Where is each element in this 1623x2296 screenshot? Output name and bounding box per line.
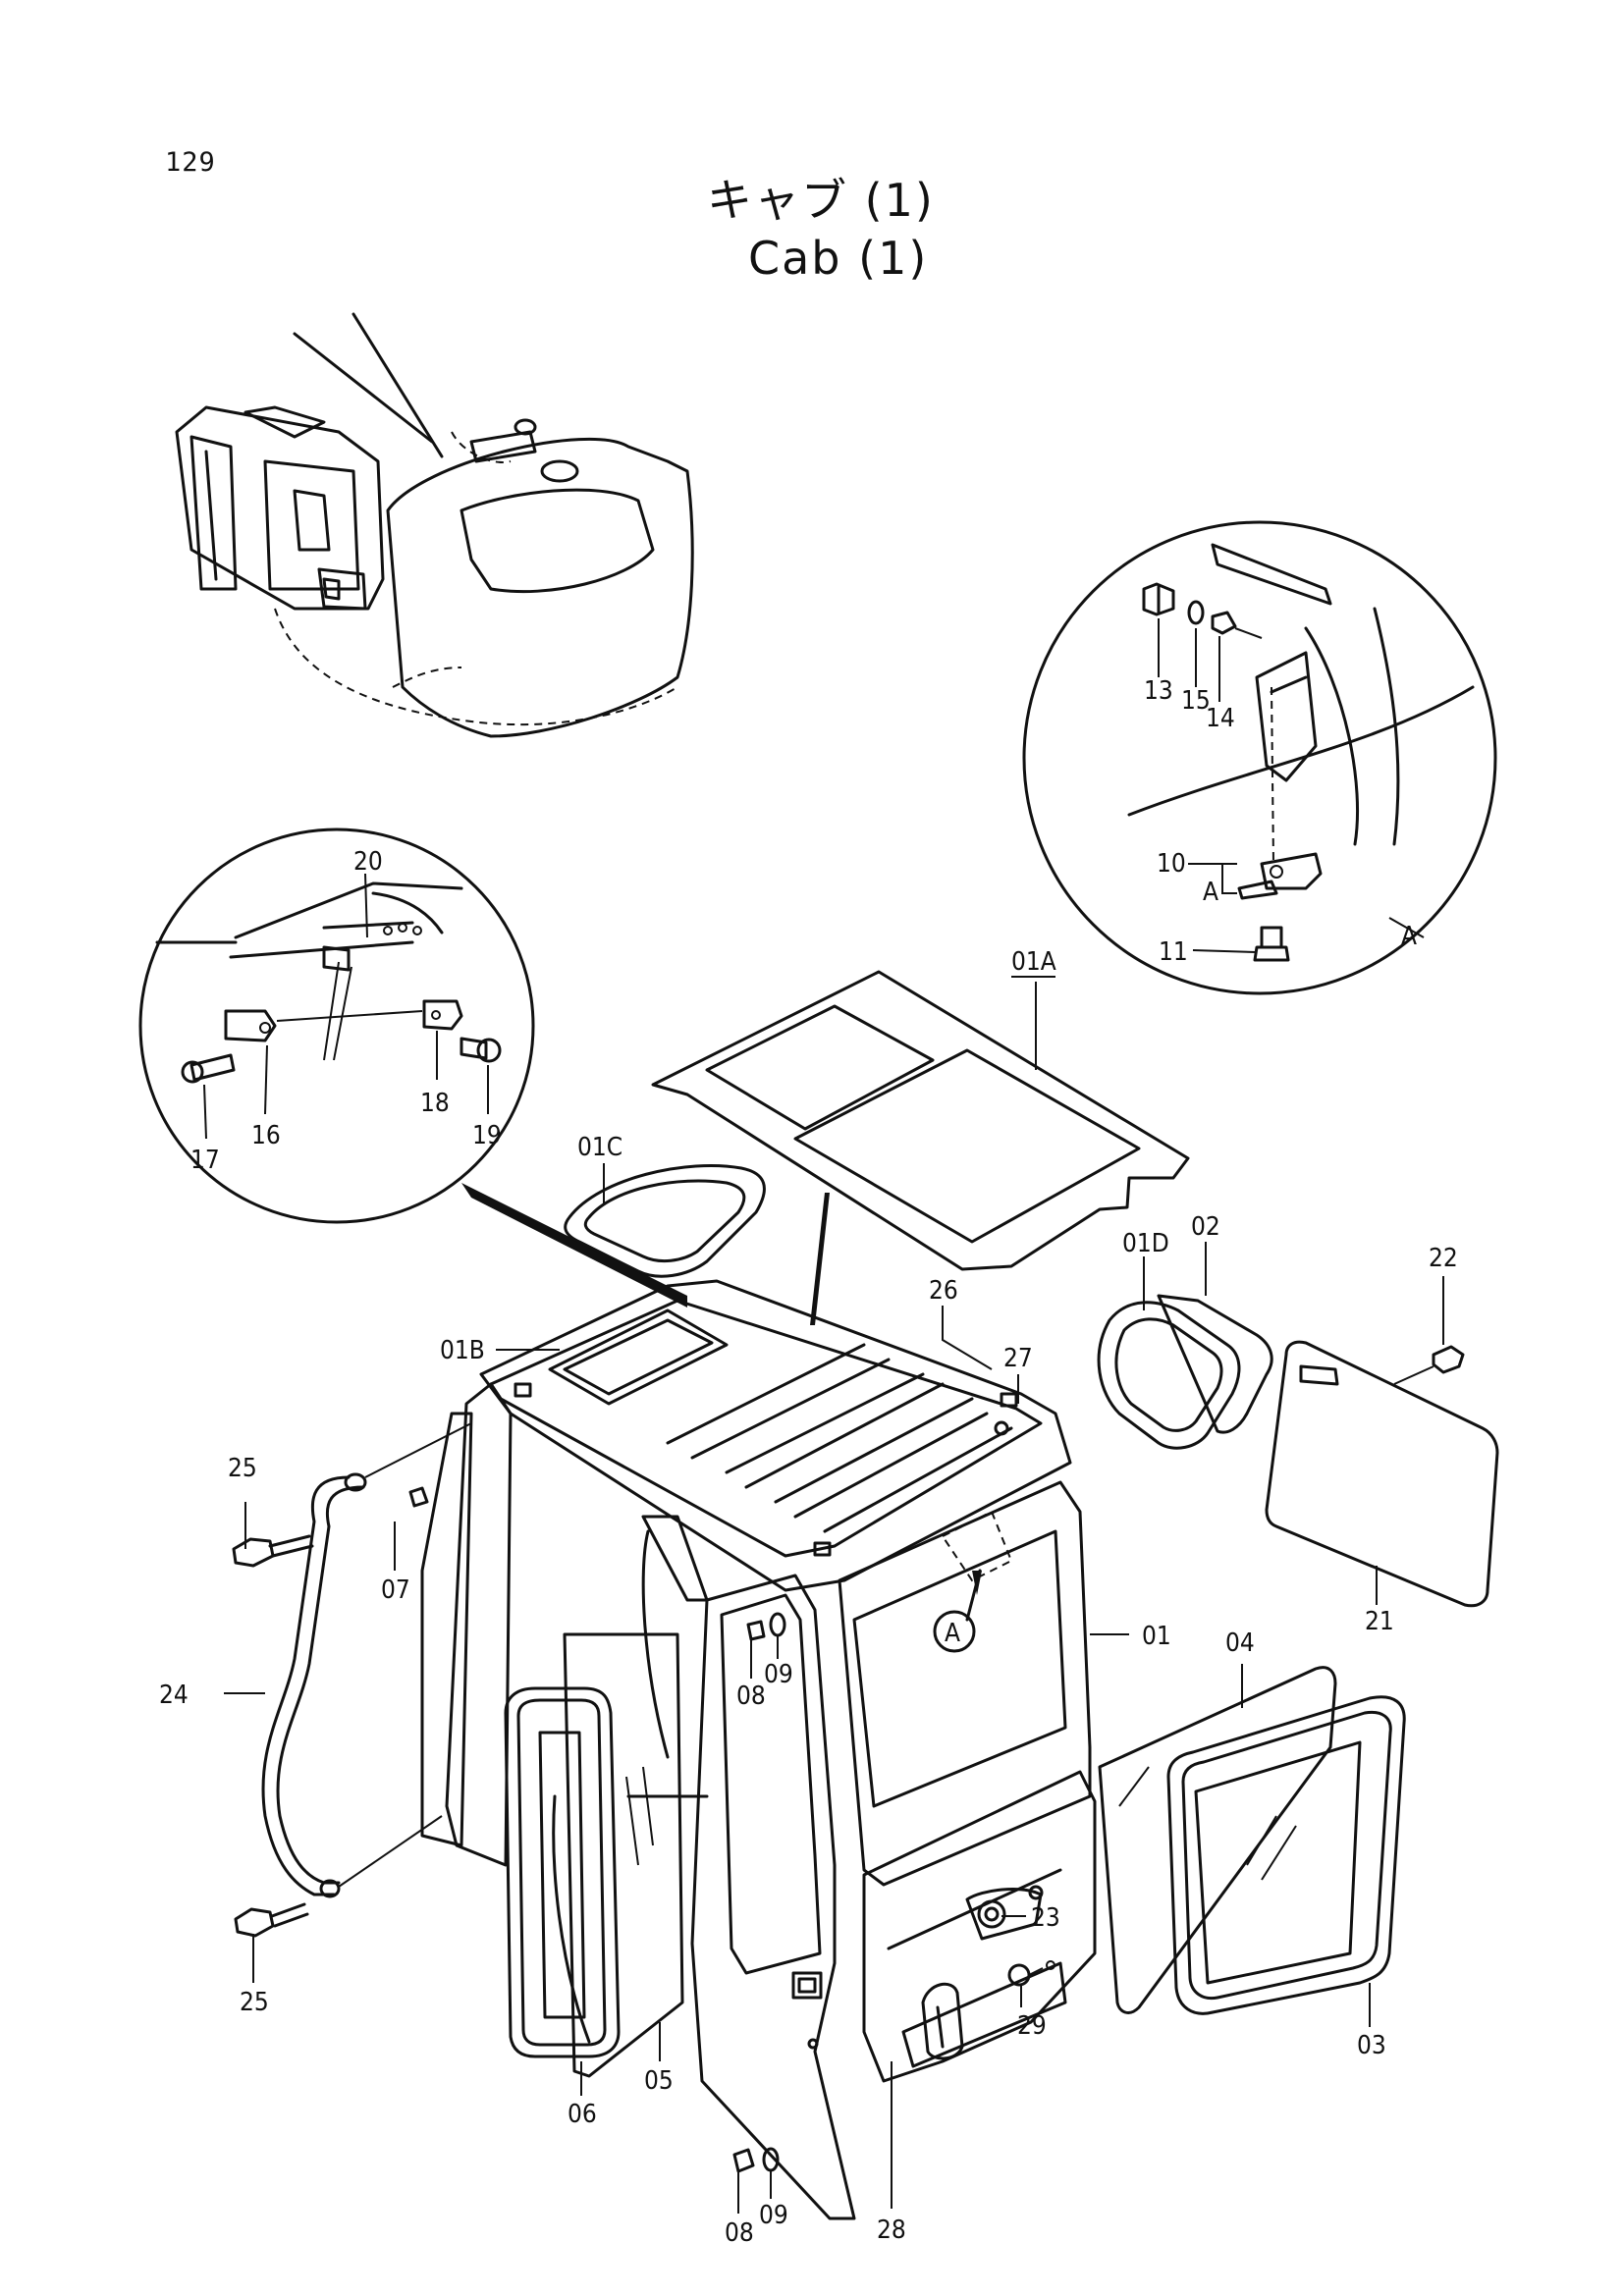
callout-06: 06 (568, 2100, 597, 2129)
callout-13: 13 (1144, 676, 1173, 706)
callout-detail-a-marker: A (945, 1619, 960, 1648)
callout-26: 26 (929, 1276, 958, 1306)
callout-25-bottom: 25 (240, 1988, 269, 2017)
callout-02: 02 (1191, 1212, 1220, 1242)
callout-19: 19 (472, 1121, 502, 1150)
callout-17: 17 (190, 1146, 220, 1175)
seal-01d-glass-02 (1097, 1242, 1273, 1450)
callout-08-lower: 08 (725, 2218, 754, 2248)
callout-05: 05 (644, 2066, 674, 2096)
callout-detail-a-sub: A (1203, 878, 1218, 907)
callout-16: 16 (251, 1121, 281, 1150)
callout-04: 04 (1225, 1629, 1255, 1658)
callout-23: 23 (1031, 1903, 1060, 1933)
callout-01a: 01A (1011, 947, 1056, 977)
callout-15: 15 (1181, 686, 1211, 716)
callout-14: 14 (1206, 704, 1235, 733)
detail-circle-left (138, 828, 687, 1308)
callout-01d: 01D (1122, 1229, 1169, 1258)
cab-body-01 (408, 1193, 1097, 2220)
callout-28: 28 (877, 2216, 906, 2245)
callout-09-upper: 09 (764, 1660, 793, 1689)
callout-03: 03 (1357, 2031, 1386, 2060)
callout-11: 11 (1159, 937, 1188, 967)
callout-09-lower: 09 (759, 2201, 788, 2230)
callout-29: 29 (1017, 2011, 1047, 2041)
callout-01: 01 (1142, 1622, 1171, 1651)
callout-10: 10 (1157, 849, 1186, 879)
callout-07: 07 (381, 1575, 410, 1605)
callout-01b: 01B (440, 1336, 485, 1365)
callout-24: 24 (159, 1681, 189, 1710)
handrail-24 (232, 1422, 472, 1938)
right-glass-04-seal-03 (1098, 1664, 1406, 2027)
left-glass-06-05 (504, 1632, 684, 2078)
callout-27: 27 (1003, 1344, 1033, 1373)
plate-21 (1265, 1276, 1499, 1608)
callout-08-upper: 08 (736, 1682, 766, 1711)
callout-20: 20 (353, 847, 383, 877)
machine-overview (175, 312, 694, 738)
seal-01c (564, 1163, 766, 1278)
callout-labels: 20 16 17 18 19 13 15 14 10 A 11 A 01A 01… (159, 676, 1458, 2248)
page-number: 129 (165, 147, 216, 178)
callout-25-top: 25 (228, 1454, 257, 1483)
title-english: Cab (1) (748, 232, 929, 285)
roof-liner-01a (651, 970, 1190, 1271)
callout-01c: 01C (577, 1133, 622, 1162)
leader-lines (224, 1306, 1129, 2214)
callout-18: 18 (420, 1089, 450, 1118)
callout-detail-a-label: A (1401, 922, 1417, 951)
title-japanese: キャブ (1) (707, 174, 935, 227)
callout-21: 21 (1365, 1607, 1394, 1636)
callout-22: 22 (1429, 1244, 1458, 1273)
detail-circle-right (1022, 520, 1497, 995)
